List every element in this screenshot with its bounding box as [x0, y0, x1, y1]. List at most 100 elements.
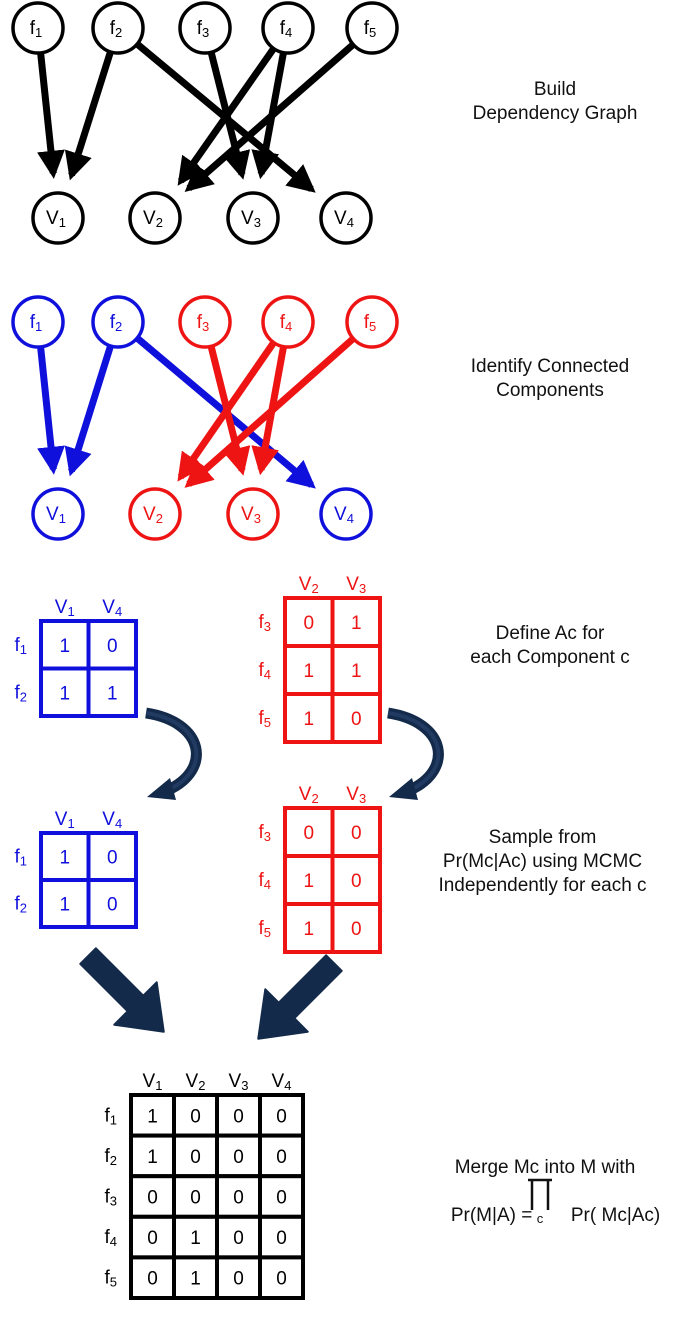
- matrix-m-merged-cell-value: 0: [147, 1188, 158, 1209]
- edge-f2-V1: [64, 50, 114, 181]
- matrix-m-red-cell: [283, 902, 335, 954]
- matrix-m-red-row-header: f3: [258, 822, 271, 844]
- matrix-m-blue-col-header: V1: [55, 809, 75, 831]
- node-label-f3: f3: [197, 312, 210, 334]
- edge-f4-V2: [177, 46, 277, 186]
- matrix-m-blue-cell-value: 1: [59, 848, 70, 869]
- matrix-m-blue-cell: [86, 831, 138, 882]
- matrix-m-merged-cell-value: 0: [190, 1188, 201, 1209]
- node-f3: [178, 1, 232, 55]
- matrix-m-merged-cell-value: 0: [276, 1228, 287, 1249]
- merge-arrow-right-icon: [257, 954, 343, 1040]
- matrix-a-red-row-header: f5: [258, 708, 271, 730]
- node-V1: [31, 191, 85, 245]
- matrix-a-red-cell-value: 1: [303, 661, 314, 682]
- matrix-m-red-col-header: V3: [346, 784, 366, 806]
- product-symbol: c: [528, 1178, 552, 1226]
- matrix-a-red-cell-value: 1: [351, 613, 362, 634]
- matrix-m-merged-cell-value: 1: [147, 1147, 158, 1168]
- node-label-V3: V3: [241, 504, 261, 526]
- matrix-m-red-cell-value: 0: [351, 823, 362, 844]
- matrix-a-red-cell: [283, 692, 335, 744]
- node-f4: [261, 1, 315, 55]
- matrix-m-red-cell-value: 0: [303, 823, 314, 844]
- merge-formula-left: Pr(M|A) =: [450, 1205, 538, 1226]
- node-label-V2: V2: [143, 504, 163, 526]
- curved-arrow-right-icon: [387, 707, 444, 800]
- step-sample-line-2: Pr(Mᴄ|Aᴄ) using MCMC: [442, 851, 643, 872]
- node-f4: [261, 295, 315, 349]
- matrix-m-red-row-header: f5: [258, 918, 271, 940]
- step-sample-line-3: Independently for each c: [438, 875, 647, 896]
- node-V3: [226, 191, 280, 245]
- matrix-a-blue-cell-value: 1: [59, 636, 70, 657]
- matrix-m-merged-cell: [172, 1133, 219, 1179]
- node-V4: [319, 487, 373, 541]
- node-V4: [319, 191, 373, 245]
- node-label-V1: V1: [46, 208, 66, 230]
- matrix-a-blue-cell: [86, 619, 138, 671]
- matrix-m-merged-cell-value: 1: [190, 1228, 201, 1249]
- matrix-a-blue-cell-value: 1: [107, 683, 118, 704]
- matrix-m-blue-cell-value: 0: [107, 895, 118, 916]
- node-label-V2: V2: [143, 208, 163, 230]
- matrix-a-red-cell-value: 0: [351, 709, 362, 730]
- node-label-V3: V3: [241, 208, 261, 230]
- matrix-m-merged-row-header: f5: [104, 1268, 117, 1290]
- matrix-m-merged-cell: [258, 1093, 305, 1138]
- node-label-V1: V1: [46, 504, 66, 526]
- matrix-m-merged-cell-value: 0: [276, 1147, 287, 1168]
- edge-f5-V2: [184, 41, 356, 193]
- matrix-m-merged-col-header: V2: [186, 1071, 206, 1093]
- step-sample-line-1: Sample from: [488, 827, 597, 848]
- node-label-f5: f5: [364, 18, 377, 40]
- edge-f4-V2: [177, 340, 277, 482]
- matrix-m-merged-row-header: f4: [104, 1227, 117, 1249]
- matrix-a-blue-cell-value: 1: [59, 683, 70, 704]
- node-f1: [11, 1, 65, 55]
- node-label-f1: f1: [30, 18, 43, 40]
- step-identify-label: Identify Connected Components: [420, 355, 680, 403]
- step-build-label: Build Dependency Graph: [440, 78, 670, 126]
- step-identify-line-1: Identify Connected: [470, 356, 630, 377]
- node-label-V4: V4: [334, 208, 354, 230]
- edge-f1-V1: [37, 346, 65, 475]
- matrix-m-merged-cell: [172, 1255, 219, 1301]
- matrix-a-red-cell-value: 1: [351, 661, 362, 682]
- step-merge-line-1: Merge Mᴄ into M with: [454, 1157, 636, 1178]
- matrix-m-merged-cell-value: 0: [276, 1106, 287, 1127]
- matrix-a-red-row-header: f3: [258, 612, 271, 634]
- matrix-m-merged-cell-value: 0: [233, 1228, 244, 1249]
- node-V2: [128, 487, 182, 541]
- matrix-m-merged-col-header: V3: [229, 1071, 249, 1093]
- matrix-m-merged-row-header: f1: [104, 1105, 117, 1127]
- node-label-V4: V4: [334, 504, 354, 526]
- product-index: c: [537, 1211, 544, 1226]
- matrix-m-merged-cell-value: 0: [190, 1147, 201, 1168]
- node-label-f3: f3: [197, 18, 210, 40]
- matrix-a-red-cell-value: 1: [303, 709, 314, 730]
- matrix-a-red-cell: [330, 644, 382, 696]
- matrix-a-red-row-header: f4: [258, 660, 271, 682]
- matrix-m-red-cell-value: 0: [351, 871, 362, 892]
- step-sample-label: Sample from Pr(Mᴄ|Aᴄ) using MCMC Indepen…: [400, 826, 685, 898]
- matrix-m-merged-cell-value: 0: [233, 1269, 244, 1290]
- matrix-m-red-col-header: V2: [299, 784, 319, 806]
- node-f2: [91, 1, 145, 55]
- matrix-a-blue-cell: [86, 666, 138, 718]
- matrix-m-red-cell-value: 1: [303, 871, 314, 892]
- node-f5: [345, 1, 399, 55]
- matrix-m-red-cell-value: 0: [351, 919, 362, 940]
- step-define-line-1: Define Aᴄ for: [495, 623, 605, 644]
- matrix-m-merged-cell: [129, 1174, 176, 1219]
- matrix-m-merged-cell-value: 0: [190, 1106, 201, 1127]
- matrix-a-red-col-header: V2: [299, 574, 319, 596]
- node-label-f4: f4: [280, 18, 293, 40]
- matrix-m-merged-cell-value: 1: [190, 1269, 201, 1290]
- matrix-a-red-col-header: V3: [346, 574, 366, 596]
